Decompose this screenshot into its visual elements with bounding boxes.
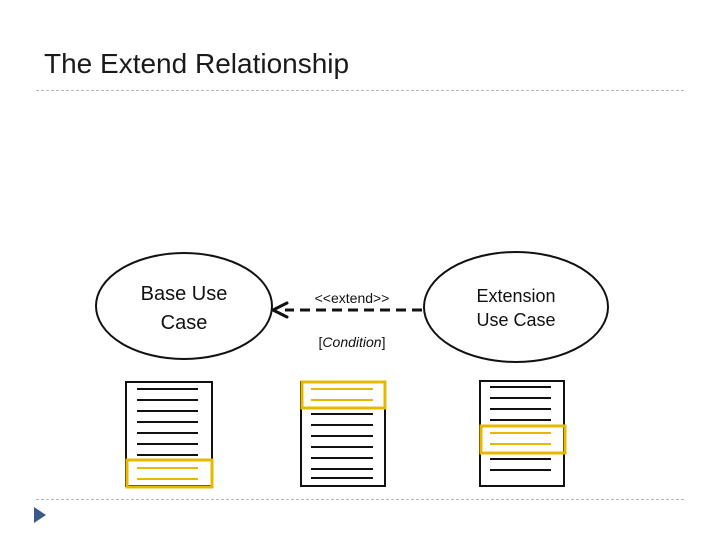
base-use-case-label-line1: Base Use xyxy=(141,283,228,305)
next-slide-arrow-icon[interactable] xyxy=(34,507,46,523)
extension-use-case-label-line2: Use Case xyxy=(476,310,555,330)
condition-open-bracket: [ xyxy=(319,334,323,350)
base-use-case-label-line2: Case xyxy=(161,312,208,334)
arrowhead-icon xyxy=(271,301,289,319)
extension-segment-highlight xyxy=(300,380,387,410)
extension-use-case-label-line1: Extension xyxy=(476,286,555,306)
combined-flow-document xyxy=(479,380,567,487)
condition-text: Condition xyxy=(322,334,381,350)
extend-stereotype-label: <<extend>> xyxy=(315,290,390,306)
inserted-extension-highlight xyxy=(479,424,567,455)
condition-label: [Condition] xyxy=(319,334,386,350)
footer-divider xyxy=(36,499,684,500)
condition-close-bracket: ] xyxy=(382,334,386,350)
slide-title: The Extend Relationship xyxy=(44,48,350,79)
title-divider xyxy=(36,90,684,91)
base-use-case-ellipse xyxy=(95,252,273,360)
extension-point-highlight xyxy=(125,458,214,489)
base-flow-document xyxy=(125,381,214,489)
extension-use-case-ellipse xyxy=(423,251,609,363)
extension-flow-document xyxy=(300,380,387,487)
